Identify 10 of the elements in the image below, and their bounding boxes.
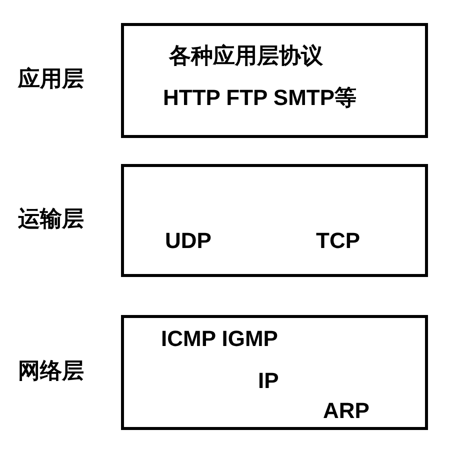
- layer-name: 应用层: [18, 66, 84, 92]
- protocol-name: ARP: [323, 398, 370, 424]
- protocol-name: 各种应用层协议: [169, 43, 323, 69]
- layer-name: 网络层: [18, 358, 84, 384]
- protocol-name: IP: [258, 368, 279, 394]
- protocol-name: ICMP IGMP: [161, 326, 278, 352]
- layer-name: 运输层: [18, 206, 84, 232]
- protocol-name: HTTP FTP SMTP等: [163, 85, 357, 111]
- protocol-name: TCP: [316, 228, 360, 254]
- protocol-name: UDP: [165, 228, 212, 254]
